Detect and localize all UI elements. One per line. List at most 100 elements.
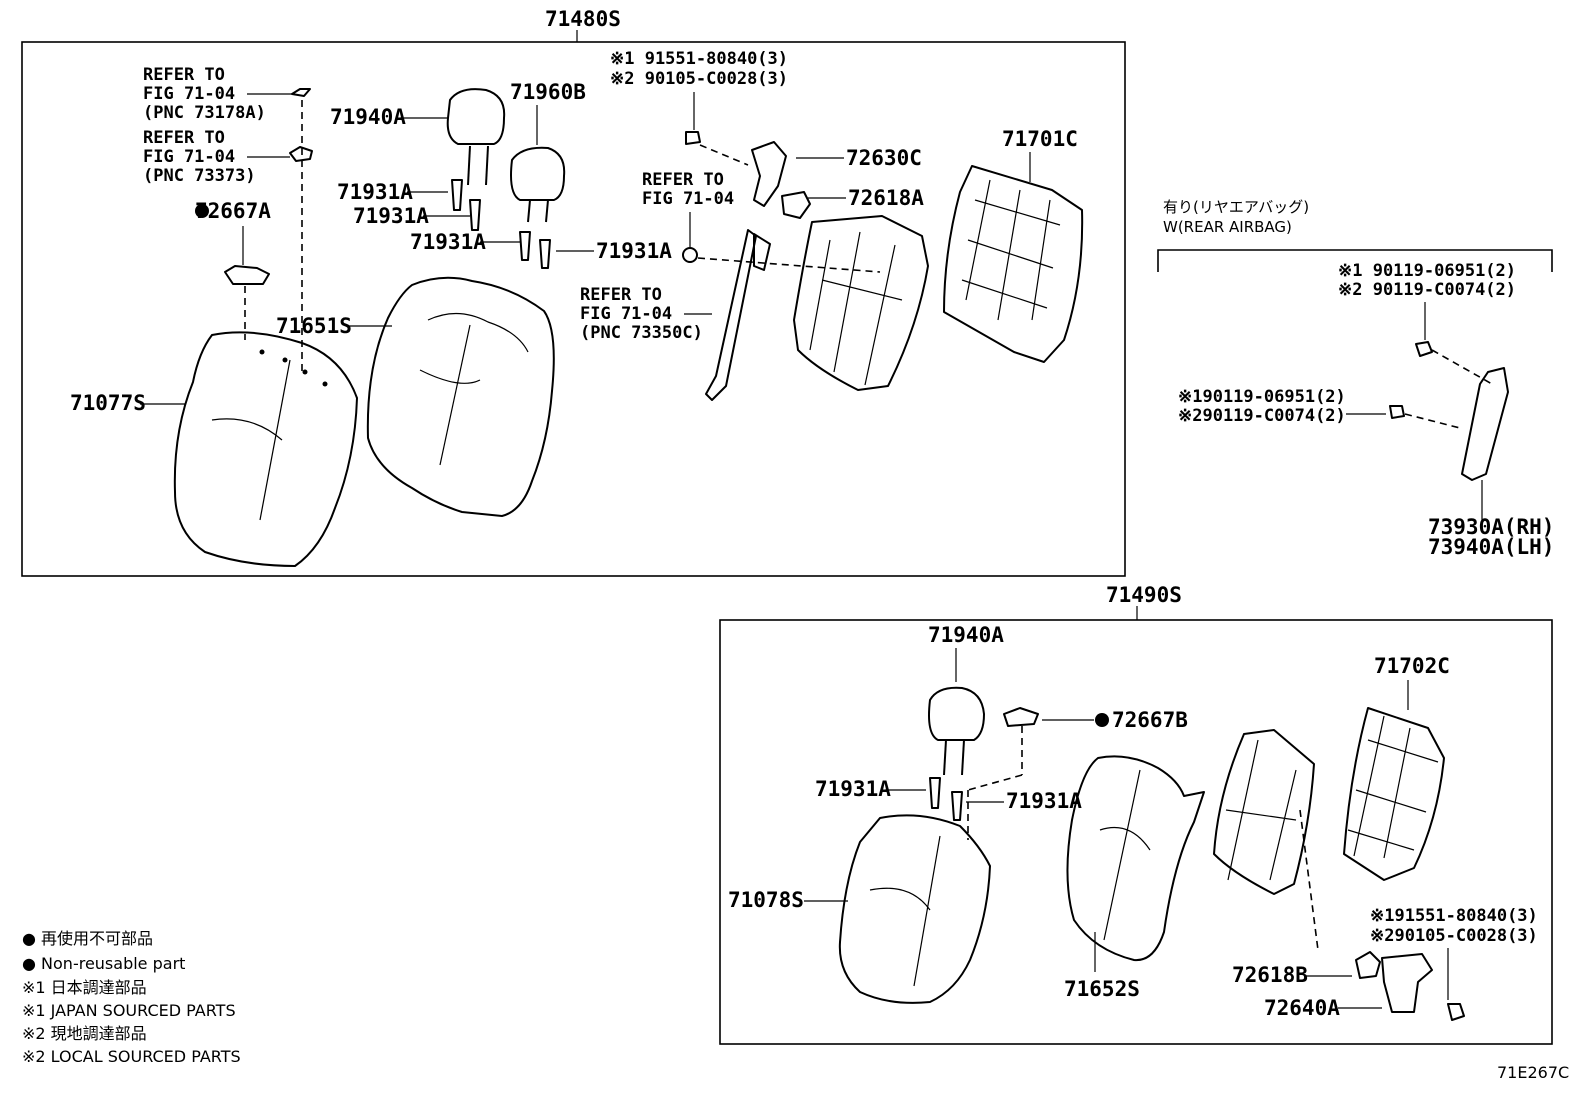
seat-board-71702c-icon	[1343, 707, 1445, 881]
svg-text:73930A(RH): 73930A(RH)	[1428, 515, 1554, 539]
svg-text:REFER TO: REFER TO	[642, 170, 724, 190]
support-icon	[469, 199, 481, 231]
seat-pad-71078s-icon	[838, 814, 991, 1004]
part-71940a-lower[interactable]: 71940A	[928, 623, 1004, 647]
airbag-bracket-frame	[1157, 249, 1553, 272]
part-71931a-4[interactable]: 71931A	[596, 239, 672, 263]
svg-text:● 再使用不可部品: ● 再使用不可部品	[22, 929, 153, 948]
bolt-icon	[685, 131, 701, 145]
seat-cover-71652s-icon	[1066, 755, 1205, 962]
part-71077s[interactable]: 71077S	[70, 391, 146, 415]
bolt-note-lower[interactable]: ※191551-80840(3) ※290105-C0028(3)	[1370, 906, 1538, 946]
svg-text:※2 現地調達部品: ※2 現地調達部品	[22, 1024, 147, 1043]
svg-text:FIG 71-04: FIG 71-04	[580, 304, 672, 324]
svg-text:※2 LOCAL SOURCED PARTS: ※2 LOCAL SOURCED PARTS	[22, 1047, 241, 1066]
assembly-lower-frame	[719, 619, 1553, 1045]
refer-note-73178a[interactable]: REFER TO FIG 71-04 (PNC 73178A)	[143, 65, 266, 123]
svg-text:FIG 71-04: FIG 71-04	[143, 84, 235, 104]
side-airbag-icon	[1461, 367, 1509, 481]
svg-text:※290105-C0028(3): ※290105-C0028(3)	[1370, 926, 1538, 946]
svg-text:有り(リヤエアバッグ): 有り(リヤエアバッグ)	[1163, 198, 1309, 216]
svg-text:73940A(LH): 73940A(LH)	[1428, 535, 1554, 559]
figure-code: 71E267C	[1497, 1063, 1569, 1082]
part-71931a-1[interactable]: 71931A	[337, 180, 413, 204]
nut-icon	[682, 247, 698, 263]
airbag-bolt-icon	[1415, 341, 1433, 357]
part-71960b[interactable]: 71960B	[510, 80, 586, 104]
seat-cover-71651s-icon	[366, 276, 555, 517]
svg-text:※1 JAPAN SOURCED PARTS: ※1 JAPAN SOURCED PARTS	[22, 1001, 236, 1020]
hinge-72640a-icon	[1381, 953, 1433, 1013]
part-71652s[interactable]: 71652S	[1064, 977, 1140, 1001]
seat-pad-71077s-icon	[173, 331, 358, 567]
part-71701c[interactable]: 71701C	[1002, 127, 1078, 151]
svg-text:※1 91551-80840(3): ※1 91551-80840(3)	[610, 49, 788, 69]
clip-73373-icon	[289, 146, 313, 162]
part-72618b[interactable]: 72618B	[1232, 963, 1308, 987]
headrest-lower-icon	[928, 686, 985, 741]
part-73930a-73940a[interactable]: 73930A(RH) 73940A(LH)	[1428, 515, 1554, 559]
support-icon	[519, 231, 531, 261]
bolt-note-upper[interactable]: ※1 91551-80840(3) ※2 90105-C0028(3)	[610, 49, 788, 89]
part-71702c[interactable]: 71702C	[1374, 654, 1450, 678]
part-71931a-lower-1[interactable]: 71931A	[815, 777, 891, 801]
headrest-icon	[446, 88, 506, 145]
part-72630c[interactable]: 72630C	[846, 146, 922, 170]
part-71931a-lower-2[interactable]: 71931A	[1006, 789, 1082, 813]
svg-text:※190119-06951(2): ※190119-06951(2)	[1178, 387, 1346, 407]
svg-text:● Non-reusable part: ● Non-reusable part	[22, 954, 185, 973]
svg-text:※290119-C0074(2): ※290119-C0074(2)	[1178, 406, 1346, 426]
svg-text:※1 日本調達部品: ※1 日本調達部品	[22, 978, 147, 997]
svg-text:W(REAR AIRBAG): W(REAR AIRBAG)	[1163, 218, 1292, 236]
svg-text:REFER TO: REFER TO	[143, 128, 225, 148]
refer-note-73350c[interactable]: REFER TO FIG 71-04 (PNC 73350C)	[580, 285, 703, 343]
seat-board-71701c-icon	[943, 165, 1084, 363]
svg-text:FIG 71-04: FIG 71-04	[143, 147, 235, 167]
hinge-cover-icon	[751, 141, 787, 207]
legend: ● 再使用不可部品 ● Non-reusable part ※1 日本調達部品 …	[22, 929, 241, 1066]
support-icon	[929, 777, 941, 809]
part-71931a-2[interactable]: 71931A	[353, 204, 429, 228]
part-72618a[interactable]: 72618A	[848, 186, 924, 210]
part-71651s[interactable]: 71651S	[276, 314, 352, 338]
seat-frame-icon	[793, 215, 929, 391]
svg-text:(PNC 73350C): (PNC 73350C)	[580, 323, 703, 343]
refer-note-73373[interactable]: REFER TO FIG 71-04 (PNC 73373)	[143, 128, 256, 186]
part-71940a[interactable]: 71940A	[330, 105, 406, 129]
support-icon	[451, 179, 463, 211]
support-icon	[951, 791, 963, 821]
clip-72667a-icon	[224, 265, 270, 285]
airbag-bolt-note-1[interactable]: ※1 90119-06951(2) ※2 90119-C0074(2)	[1338, 261, 1516, 300]
assembly-upper-label[interactable]: 71480S	[545, 7, 621, 31]
svg-text:REFER TO: REFER TO	[580, 285, 662, 305]
airbag-bolt-note-2[interactable]: ※190119-06951(2) ※290119-C0074(2)	[1178, 387, 1346, 426]
assembly-lower-label[interactable]: 71490S	[1106, 583, 1182, 607]
part-72667b[interactable]: 72667B	[1112, 708, 1188, 732]
svg-text:(PNC 73178A): (PNC 73178A)	[143, 103, 266, 123]
bolt-icon	[1447, 1003, 1465, 1021]
assembly-upper-frame	[21, 41, 1126, 577]
svg-text:REFER TO: REFER TO	[143, 65, 225, 85]
clip-72667b-icon	[1003, 707, 1039, 727]
airbag-header: 有り(リヤエアバッグ) W(REAR AIRBAG)	[1163, 198, 1309, 236]
bracket-icon	[781, 191, 811, 219]
svg-text:FIG 71-04: FIG 71-04	[642, 189, 734, 209]
part-72640a[interactable]: 72640A	[1264, 996, 1340, 1020]
svg-text:※2 90119-C0074(2): ※2 90119-C0074(2)	[1338, 280, 1516, 300]
non-reusable-mark	[1095, 713, 1109, 727]
refer-note-fig-71-04[interactable]: REFER TO FIG 71-04	[642, 170, 734, 209]
svg-text:※1 90119-06951(2): ※1 90119-06951(2)	[1338, 261, 1516, 281]
airbag-bolt-icon	[1389, 405, 1405, 419]
seat-frame-lower-icon	[1213, 729, 1315, 895]
non-reusable-mark	[195, 204, 209, 218]
svg-text:(PNC 73373): (PNC 73373)	[143, 166, 256, 186]
part-71931a-3[interactable]: 71931A	[410, 230, 486, 254]
svg-text:※2 90105-C0028(3): ※2 90105-C0028(3)	[610, 69, 788, 89]
headrest-b-icon	[510, 146, 566, 201]
seat-belt-icon	[705, 229, 757, 401]
clip-73178a-icon	[291, 88, 311, 97]
support-icon	[539, 239, 551, 269]
bracket-72618b-icon	[1355, 951, 1381, 979]
part-71078s[interactable]: 71078S	[728, 888, 804, 912]
